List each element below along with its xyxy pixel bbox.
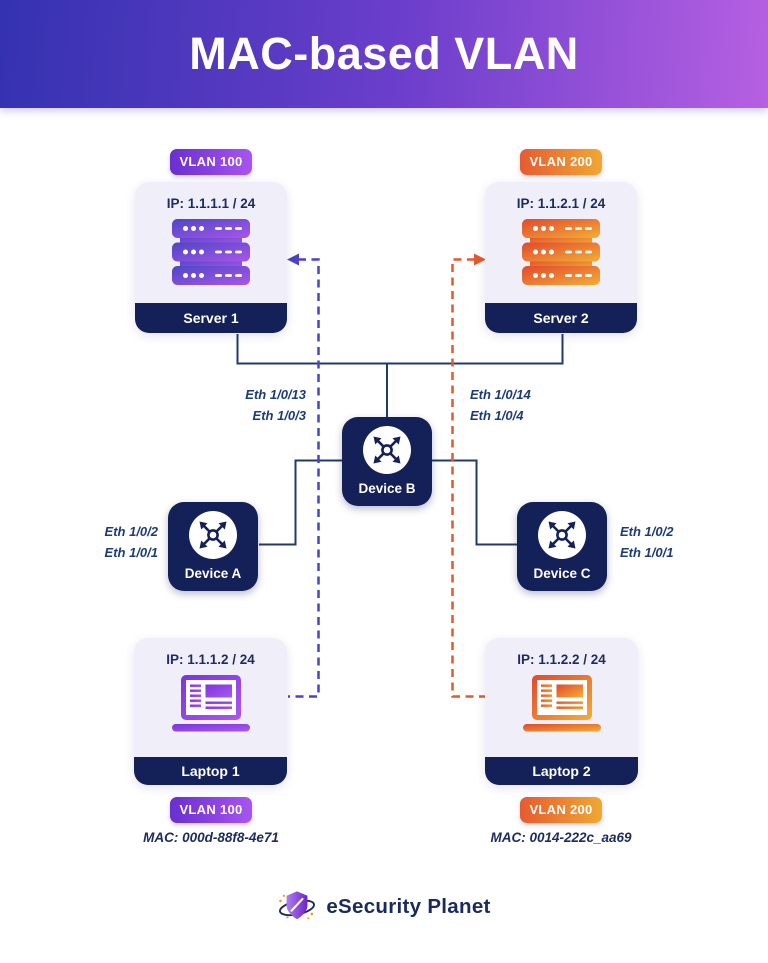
cross-arrows-switch-icon — [189, 511, 237, 559]
vlan-badge-laptop1: VLAN 100 — [170, 797, 252, 823]
laptop2-name-bar: Laptop 2 — [485, 757, 638, 785]
device-b-label: Device B — [358, 481, 416, 496]
port-label: Eth 1/0/1 — [104, 545, 158, 560]
link-device-b-to-device-a — [259, 459, 343, 546]
laptop2-card: IP: 1.1.2.2 / 24 Laptop 2 — [485, 638, 638, 785]
device-b-node: Device B — [342, 417, 432, 506]
server2-card: IP: 1.1.2.1 / 24 — [485, 182, 637, 333]
port-label: Eth 1/0/14 — [470, 387, 531, 402]
cross-arrows-switch-icon — [363, 426, 411, 474]
port-label: Eth 1/0/2 — [620, 524, 674, 539]
laptop-icon — [134, 675, 287, 738]
port-labels-device-b-right: Eth 1/0/14 Eth 1/0/4 — [470, 384, 531, 426]
page-title: MAC-based VLAN — [189, 28, 579, 79]
brand-footer: eSecurity Planet — [0, 888, 768, 926]
server2-ip-label: IP: 1.1.2.1 / 24 — [516, 196, 606, 211]
laptop-icon — [485, 675, 638, 738]
port-label: Eth 1/0/2 — [104, 524, 158, 539]
server2-name-bar: Server 2 — [485, 303, 637, 333]
vlan-badge-server2: VLAN 200 — [520, 149, 602, 175]
vlan100-arrowhead — [287, 253, 299, 266]
laptop1-mac-label: MAC: 000d-88f8-4e71 — [143, 830, 279, 845]
laptop1-name-bar: Laptop 1 — [134, 757, 287, 785]
device-a-node: Device A — [168, 502, 258, 591]
vlan200-arrowhead — [474, 253, 486, 266]
link-device-b-to-device-c — [431, 459, 518, 546]
server1-card: IP: 1.1.1.1 / 24 — [135, 182, 287, 333]
server1-ip-label: IP: 1.1.1.1 / 24 — [166, 196, 256, 211]
port-label: Eth 1/0/13 — [245, 387, 306, 402]
device-a-label: Device A — [184, 566, 242, 581]
laptop2-mac-label: MAC: 0014-222c_aa69 — [490, 830, 632, 845]
vlan-badge-server1: VLAN 100 — [170, 149, 252, 175]
server1-name-bar: Server 1 — [135, 303, 287, 333]
link-servers-to-device-b — [236, 334, 564, 418]
brand-name: eSecurity Planet — [326, 895, 491, 918]
device-c-node: Device C — [517, 502, 607, 591]
server-stack-icon — [485, 219, 637, 290]
port-labels-device-a: Eth 1/0/2 Eth 1/0/1 — [58, 521, 158, 563]
vlan100-dashed-path — [288, 258, 320, 698]
cross-arrows-switch-icon — [538, 511, 586, 559]
port-label: Eth 1/0/3 — [252, 408, 306, 423]
port-label: Eth 1/0/4 — [470, 408, 524, 423]
device-c-label: Device C — [533, 566, 591, 581]
vlan200-dashed-path — [451, 258, 486, 698]
server-stack-icon — [135, 219, 287, 290]
port-labels-device-b-left: Eth 1/0/13 Eth 1/0/3 — [206, 384, 306, 426]
laptop2-ip-label: IP: 1.1.2.2 / 24 — [517, 652, 606, 667]
laptop1-card: IP: 1.1.1.2 / 24 Laptop 1 — [134, 638, 287, 785]
port-label: Eth 1/0/1 — [620, 545, 674, 560]
title-banner: MAC-based VLAN — [0, 0, 768, 108]
port-labels-device-c: Eth 1/0/2 Eth 1/0/1 — [620, 521, 673, 563]
vlan-badge-laptop2: VLAN 200 — [520, 797, 602, 823]
shield-orbit-icon — [279, 891, 316, 920]
laptop1-ip-label: IP: 1.1.1.2 / 24 — [166, 652, 255, 667]
